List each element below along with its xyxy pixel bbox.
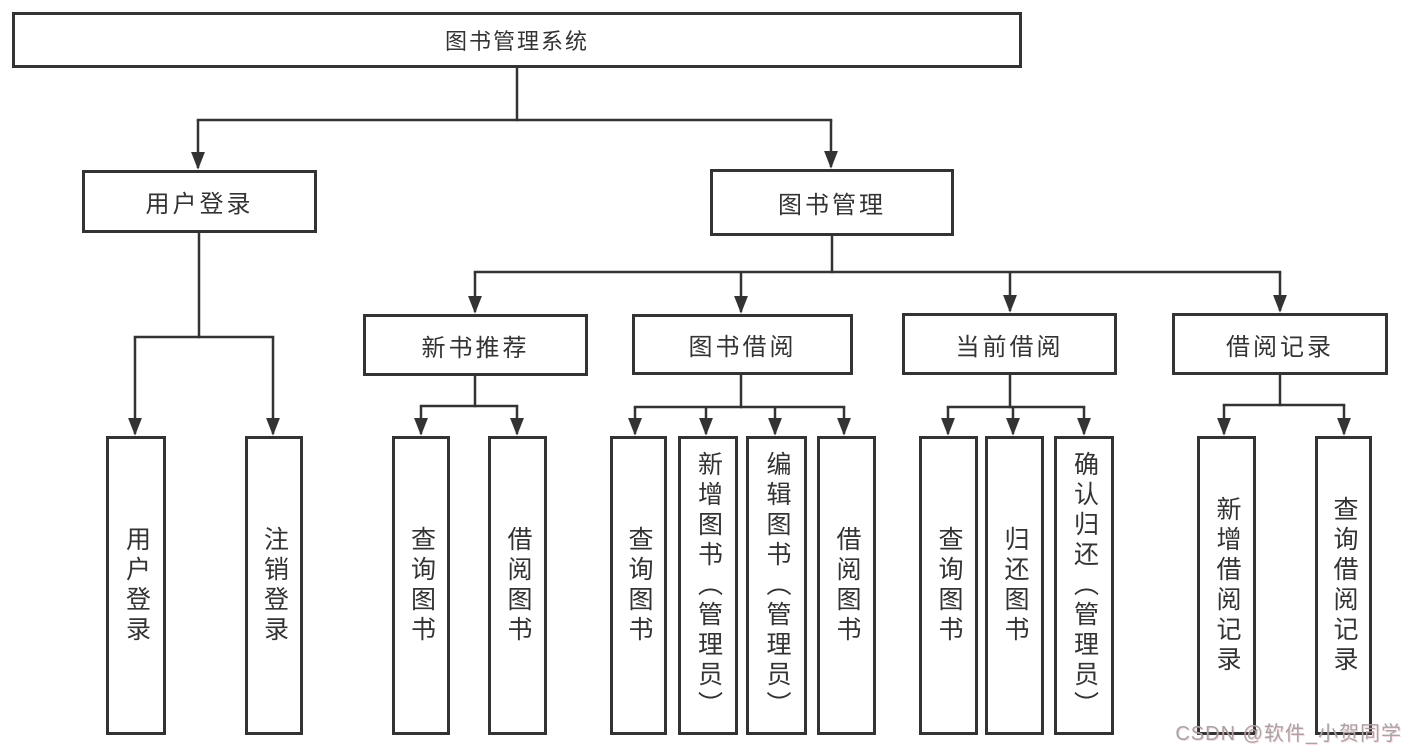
node-label: 归还图书 bbox=[1001, 525, 1029, 646]
connector-user-login bbox=[128, 233, 280, 436]
node-current-borrowing: 当前借阅 bbox=[902, 313, 1117, 375]
node-label: 查询图书 bbox=[625, 525, 653, 646]
node-user-login-leaf: 用户登录 bbox=[106, 436, 166, 735]
node-label: 查询图书 bbox=[407, 525, 436, 646]
node-label: 用户登录 bbox=[122, 525, 151, 646]
node-label: 借阅图书 bbox=[833, 525, 861, 646]
node-label: 查询图书 bbox=[935, 525, 963, 646]
node-label: 当前借阅 bbox=[955, 333, 1064, 361]
connector-book-borrowing bbox=[628, 375, 851, 436]
node-label: 用户登录 bbox=[145, 191, 254, 218]
node-confirm-return-admin: 确认归还（管理员） bbox=[1054, 436, 1114, 735]
node-borrowing-records: 借阅记录 bbox=[1172, 313, 1388, 375]
node-borrow-books: 借阅图书 bbox=[817, 436, 876, 735]
node-label: 新增借阅记录 bbox=[1213, 495, 1241, 676]
node-logout: 注销登录 bbox=[245, 436, 303, 735]
node-book-management: 图书管理 bbox=[710, 169, 954, 236]
node-label: 借阅图书 bbox=[504, 525, 532, 646]
node-borrow-books-recommend: 借阅图书 bbox=[488, 436, 547, 735]
node-user-login: 用户登录 bbox=[82, 170, 317, 233]
node-label: 确认归还（管理员） bbox=[1070, 450, 1099, 721]
node-edit-books-admin: 编辑图书（管理员） bbox=[746, 436, 807, 735]
connector-borrowing-records bbox=[1217, 375, 1351, 436]
node-label: 注销登录 bbox=[260, 525, 289, 646]
node-label: 图书管理系统 bbox=[444, 29, 589, 54]
node-library-system: 图书管理系统 bbox=[12, 12, 1022, 68]
node-label: 新书推荐 bbox=[421, 334, 530, 362]
node-add-books-admin: 新增图书（管理员） bbox=[678, 436, 738, 735]
node-book-borrowing: 图书借阅 bbox=[632, 314, 853, 375]
node-query-books-recommend: 查询图书 bbox=[392, 436, 450, 735]
node-label: 借阅记录 bbox=[1226, 333, 1334, 361]
node-add-borrow-record: 新增借阅记录 bbox=[1197, 436, 1256, 735]
connector-book-management bbox=[468, 236, 1287, 314]
node-query-books-borrowing: 查询图书 bbox=[610, 436, 667, 735]
node-return-books: 归还图书 bbox=[985, 436, 1044, 735]
node-query-borrow-record: 查询借阅记录 bbox=[1315, 436, 1372, 735]
node-query-books-current: 查询图书 bbox=[919, 436, 978, 735]
connector-current-borrowing bbox=[941, 375, 1091, 436]
connector-root bbox=[191, 68, 838, 170]
connector-new-book-recommend bbox=[414, 376, 524, 436]
node-label: 新增图书（管理员） bbox=[694, 450, 723, 721]
node-new-book-recommend: 新书推荐 bbox=[363, 314, 588, 376]
node-label: 图书借阅 bbox=[688, 334, 797, 361]
node-label: 查询借阅记录 bbox=[1330, 495, 1358, 676]
csdn-watermark: CSDN @软件_小贺同学 bbox=[1175, 723, 1402, 745]
node-label: 图书管理 bbox=[778, 192, 886, 219]
node-label: 编辑图书（管理员） bbox=[763, 450, 791, 721]
